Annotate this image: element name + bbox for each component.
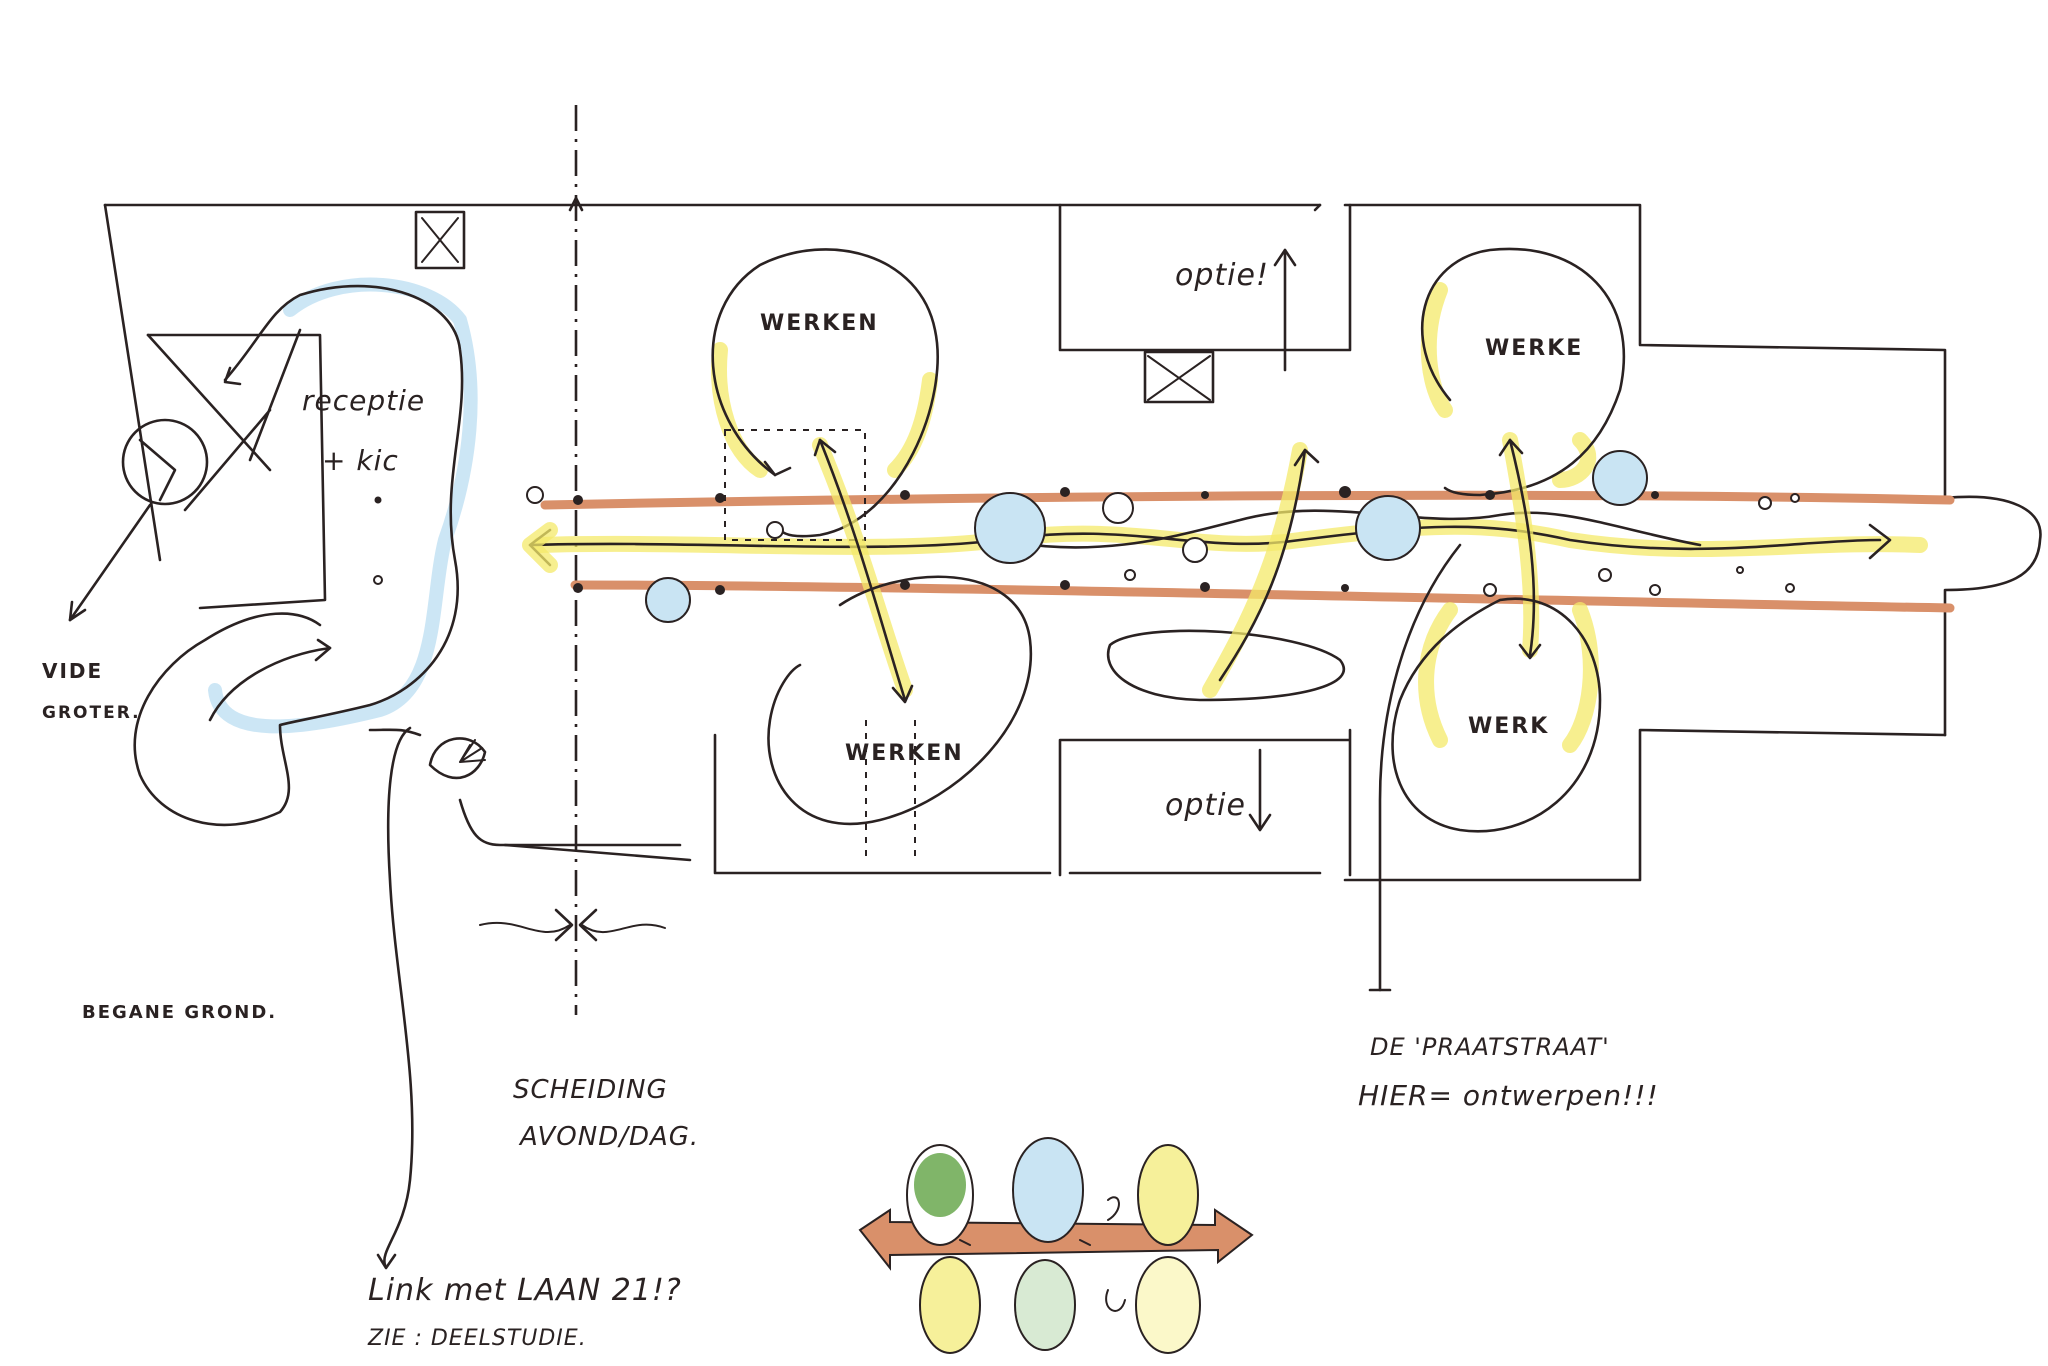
werk-zone: [1391, 597, 1602, 833]
label-scheiding: SCHEIDING: [513, 1075, 668, 1105]
work-zones: [711, 247, 1626, 992]
label-vide-groter: GROTER.: [42, 703, 141, 723]
meeting-bubbles: [645, 450, 1648, 623]
label-hier-ontwerpen: HIER= ontwerpen!!!: [1358, 1079, 1659, 1112]
scheiding-line: [479, 105, 666, 1015]
column-dots: [526, 486, 1800, 597]
label-praatstraat: DE 'PRAATSTRAAT': [1370, 1033, 1610, 1061]
label-werken-1: WERKEN: [760, 311, 879, 336]
annotation-leaders: [376, 726, 414, 1270]
label-deelstudie: ZIE : DEELSTUDIE.: [367, 1326, 587, 1351]
label-optie-top: optie!: [1175, 258, 1269, 293]
vide-circle: [121, 418, 209, 506]
label-werk: WERK: [1468, 714, 1549, 739]
label-werken-2: WERKEN: [845, 741, 964, 766]
label-optie-bottom: optie: [1165, 788, 1246, 823]
label-vide: VIDE: [42, 659, 103, 683]
werken-zone-1: [711, 248, 939, 538]
legend-diagram: [858, 1137, 1254, 1354]
label-scheiding-avond-dag: AVOND/DAG.: [518, 1122, 699, 1152]
label-receptie: receptie: [302, 384, 425, 417]
label-link-laan: Link met LAAN 21!?: [368, 1273, 682, 1308]
main-building-outline: [574, 203, 2042, 882]
shaft-symbol: [414, 210, 466, 270]
label-receptie-kic: + kic: [322, 444, 399, 477]
werke-zone: [1420, 247, 1626, 497]
left-wing: [68, 203, 692, 862]
text-labels: WERKEN WERKEN WERKE WERK optie! optie re…: [42, 258, 1659, 1351]
praatstraat-corridor: [522, 490, 1955, 613]
werken-zone-2: [767, 575, 1033, 826]
center-oval: [1107, 629, 1346, 702]
label-begane-grond: BEGANE GROND.: [82, 1002, 277, 1023]
shaft-symbol-center: [1143, 350, 1215, 404]
label-werke: WERKE: [1485, 336, 1583, 361]
stair-fan-symbol: [428, 737, 487, 780]
